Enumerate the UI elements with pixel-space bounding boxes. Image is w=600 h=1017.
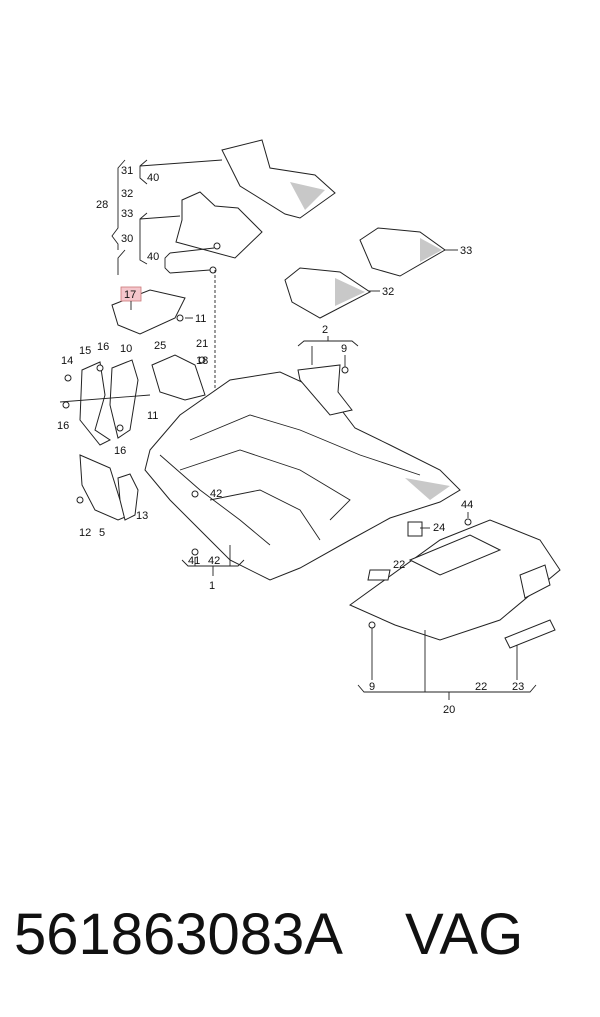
floor-mat-rear-right bbox=[359, 227, 446, 277]
label-16-b: 16 bbox=[57, 420, 69, 432]
label-25: 25 bbox=[154, 340, 166, 352]
label-21: 21 bbox=[196, 338, 208, 350]
label-22-b: 22 bbox=[475, 681, 487, 693]
label-10: 10 bbox=[120, 343, 132, 355]
label-31: 31 bbox=[121, 165, 133, 177]
label-24: 24 bbox=[433, 522, 445, 534]
label-2: 2 bbox=[322, 324, 328, 336]
label-41: 41 bbox=[188, 555, 200, 567]
label-9-b: 9 bbox=[369, 681, 375, 693]
caption: 561863083A VAG bbox=[14, 895, 594, 975]
parts-exploded-diagram: 31 40 32 28 33 30 40 33 32 17 11 2 9 14 … bbox=[57, 139, 561, 716]
insulation-part-17 bbox=[111, 286, 186, 335]
label-15: 15 bbox=[79, 345, 91, 357]
parcel-shelf bbox=[349, 518, 561, 649]
label-42-b: 42 bbox=[208, 555, 220, 567]
left-side-panels bbox=[62, 354, 206, 521]
main-floor-carpet bbox=[144, 371, 461, 581]
label-30: 30 bbox=[121, 233, 133, 245]
label-32-b: 32 bbox=[382, 286, 394, 298]
label-16-a: 16 bbox=[97, 341, 109, 353]
label-9-a: 9 bbox=[341, 343, 347, 355]
label-14: 14 bbox=[61, 355, 73, 367]
floor-mat-rear-left bbox=[284, 267, 371, 319]
label-44: 44 bbox=[461, 499, 473, 511]
floor-mat-front-left bbox=[221, 139, 336, 219]
label-40-b: 40 bbox=[147, 251, 159, 263]
label-18: 18 bbox=[196, 355, 208, 367]
label-22-a: 22 bbox=[393, 559, 405, 571]
label-23: 23 bbox=[512, 681, 524, 693]
floor-mat-front-right bbox=[175, 191, 263, 274]
label-33-b: 33 bbox=[460, 245, 472, 257]
label-17: 17 bbox=[124, 289, 136, 301]
part-number: 561863083A bbox=[14, 902, 343, 967]
label-1: 1 bbox=[209, 580, 215, 592]
label-33-a: 33 bbox=[121, 208, 133, 220]
brand-name: VAG bbox=[405, 902, 524, 967]
label-32: 32 bbox=[121, 188, 133, 200]
label-40-a: 40 bbox=[147, 172, 159, 184]
label-11-b: 11 bbox=[147, 410, 158, 422]
label-11-a: 11 bbox=[195, 313, 206, 325]
label-20: 20 bbox=[443, 704, 455, 716]
label-12: 12 bbox=[79, 527, 91, 539]
trim-part-2 bbox=[297, 364, 353, 416]
label-42-a: 42 bbox=[210, 488, 222, 500]
label-16-c: 16 bbox=[114, 445, 126, 457]
label-28: 28 bbox=[96, 199, 108, 211]
label-5: 5 bbox=[99, 527, 105, 539]
label-13: 13 bbox=[136, 510, 148, 522]
